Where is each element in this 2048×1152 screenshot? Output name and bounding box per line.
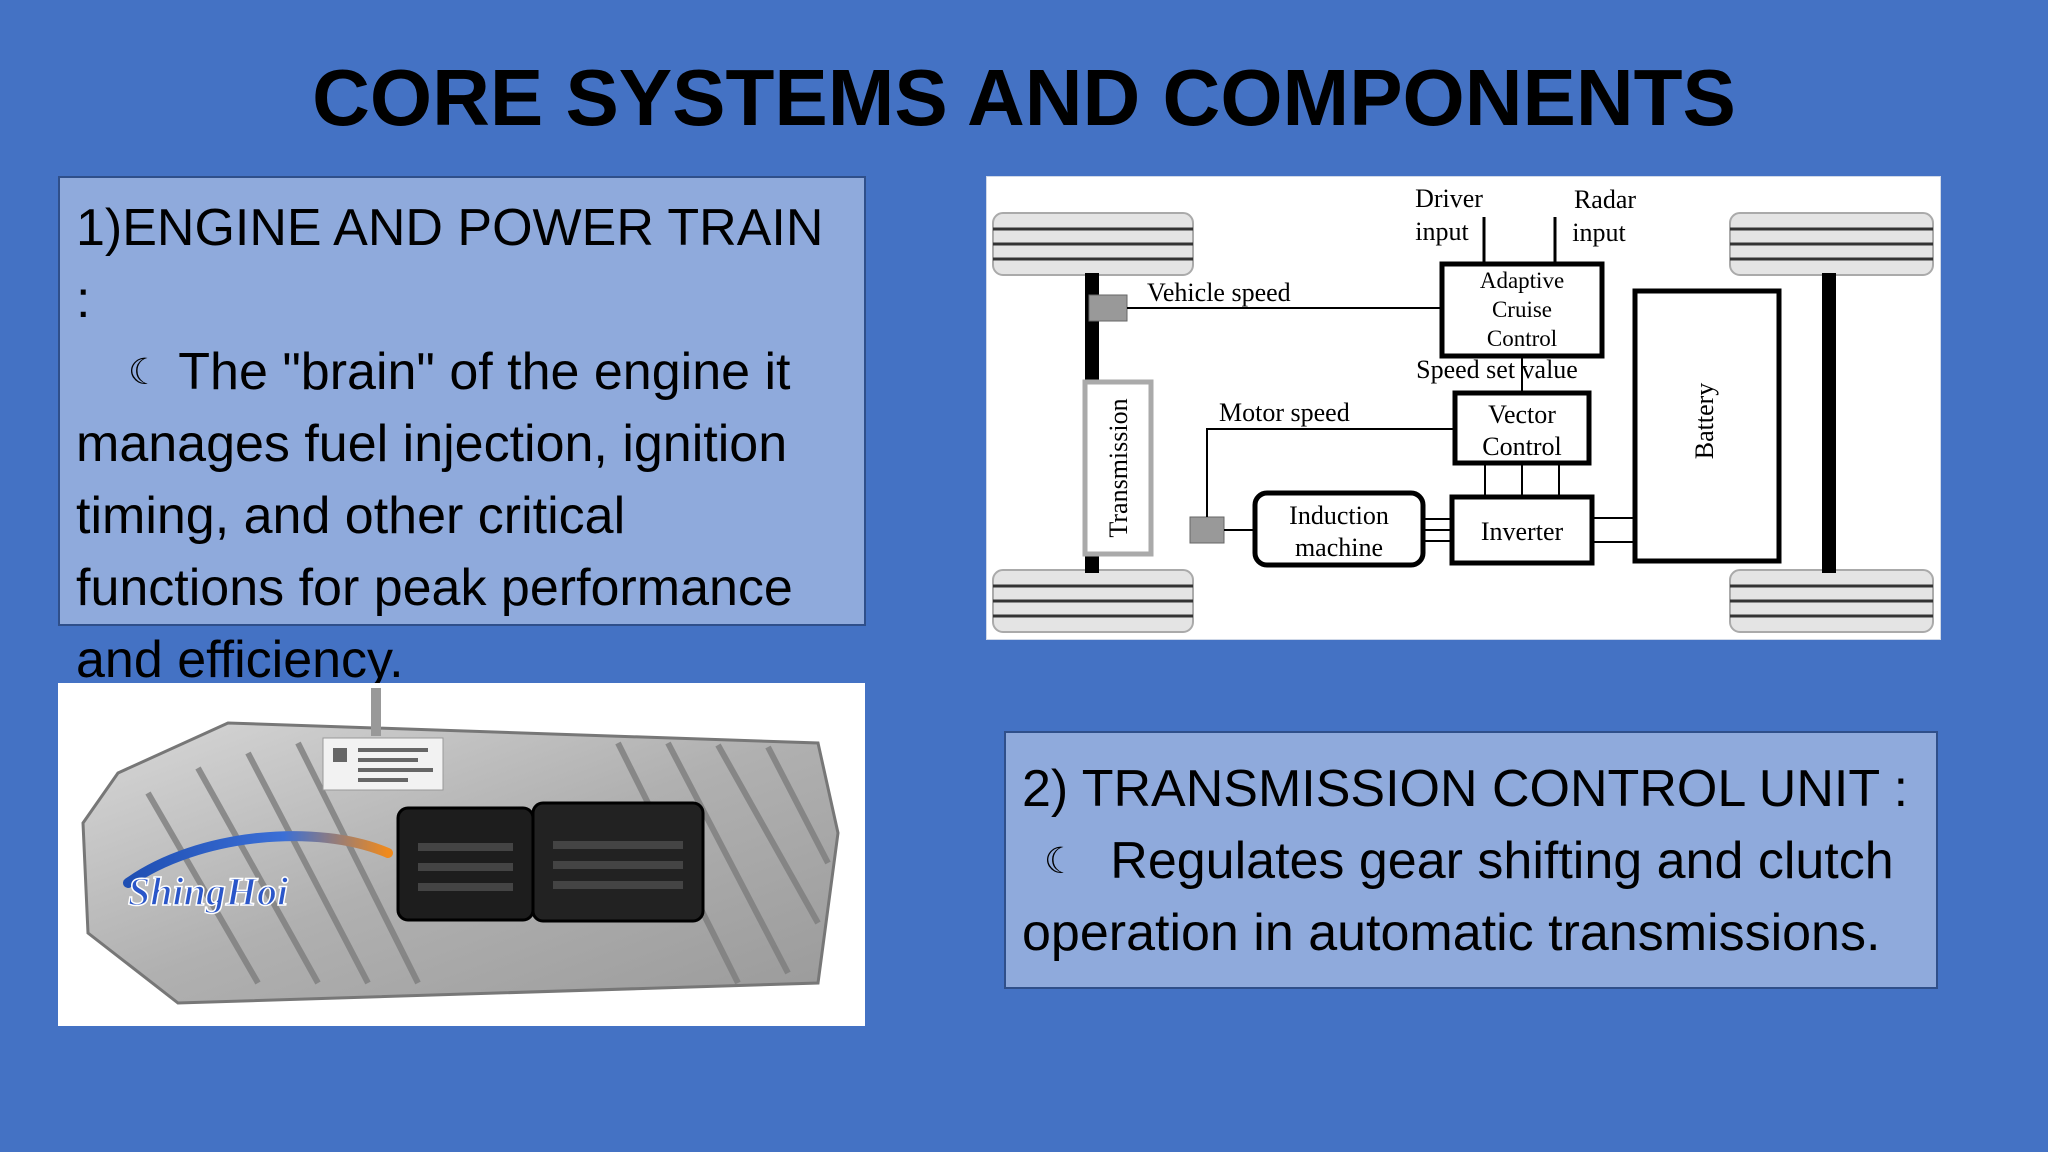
motor-speed-label: Motor speed bbox=[1219, 398, 1350, 427]
motor-speed-sensor bbox=[1189, 516, 1225, 544]
transmission-control-textbox: 2) TRANSMISSION CONTROL UNIT : ☾ Regulate… bbox=[1004, 731, 1938, 989]
vector-label-2: Control bbox=[1482, 432, 1561, 461]
battery-box bbox=[1632, 288, 1782, 564]
vehicle-speed-sensor bbox=[1088, 294, 1128, 322]
section2-line2: operation in automatic transmissions. bbox=[1022, 904, 1881, 962]
wheel-rear-right bbox=[1729, 569, 1934, 633]
crescent-moon-icon: ☾ bbox=[1044, 840, 1077, 881]
acc-label-1: Adaptive bbox=[1480, 268, 1564, 293]
section2-heading: 2) TRANSMISSION CONTROL UNIT : bbox=[1022, 760, 1909, 818]
section1-heading: 1)ENGINE AND POWER TRAIN : bbox=[76, 199, 824, 329]
wheel-front-right bbox=[1729, 212, 1934, 276]
slide-title: CORE SYSTEMS AND COMPONENTS bbox=[312, 53, 1736, 142]
brand-logo-text: ShingHoi bbox=[128, 869, 288, 914]
vehicle-speed-label: Vehicle speed bbox=[1147, 278, 1291, 307]
mounting-tab bbox=[371, 688, 381, 736]
radar-input-label-2: input bbox=[1572, 218, 1626, 247]
section2-line1: Regulates gear shifting and clutch bbox=[1110, 832, 1894, 890]
wheel-rear-left bbox=[992, 569, 1194, 633]
inverter-label: Inverter bbox=[1481, 517, 1564, 546]
speed-set-value-label: Speed set value bbox=[1416, 355, 1578, 384]
induction-label-2: machine bbox=[1295, 533, 1383, 562]
ecu-label-sticker bbox=[322, 737, 444, 791]
driver-input-label-2: input bbox=[1415, 217, 1469, 246]
wheel-front-left bbox=[992, 212, 1194, 276]
ecu-cooling-fins bbox=[145, 741, 831, 985]
ev-powertrain-diagram: Transmission Vehicle speed Adaptive Crui… bbox=[986, 176, 1941, 640]
section1-line4: functions for peak performance bbox=[76, 559, 793, 617]
section1-line2: manages fuel injection, ignition bbox=[76, 415, 788, 473]
crescent-moon-icon: ☾ bbox=[128, 351, 161, 392]
right-axle bbox=[1822, 273, 1836, 573]
section1-line3: timing, and other critical bbox=[76, 487, 626, 545]
acc-label-3: Control bbox=[1487, 326, 1557, 351]
driver-input-label-1: Driver bbox=[1415, 184, 1483, 213]
ecu-photo: ShingHoi bbox=[58, 683, 865, 1026]
radar-input-label-1: Radar bbox=[1574, 185, 1636, 214]
ecu-photo-svg: ShingHoi bbox=[81, 688, 840, 1005]
acc-box bbox=[1439, 261, 1605, 359]
section1-line5: and efficiency. bbox=[76, 631, 404, 689]
engine-powertrain-textbox: 1)ENGINE AND POWER TRAIN : ☾ The "brain" … bbox=[58, 176, 866, 689]
vector-label-1: Vector bbox=[1488, 400, 1556, 429]
inverter-box bbox=[1449, 494, 1595, 566]
acc-label-2: Cruise bbox=[1492, 297, 1552, 322]
brand-swoosh bbox=[123, 831, 393, 888]
powertrain-diagram-svg: Transmission Vehicle speed Adaptive Crui… bbox=[992, 184, 1934, 633]
battery-label: Battery bbox=[1690, 383, 1719, 460]
section1-line1: The "brain" of the engine it bbox=[178, 343, 791, 401]
transmission-label: Transmission bbox=[1104, 398, 1133, 537]
induction-label-1: Induction bbox=[1289, 501, 1389, 530]
transmission-box bbox=[1082, 379, 1154, 557]
